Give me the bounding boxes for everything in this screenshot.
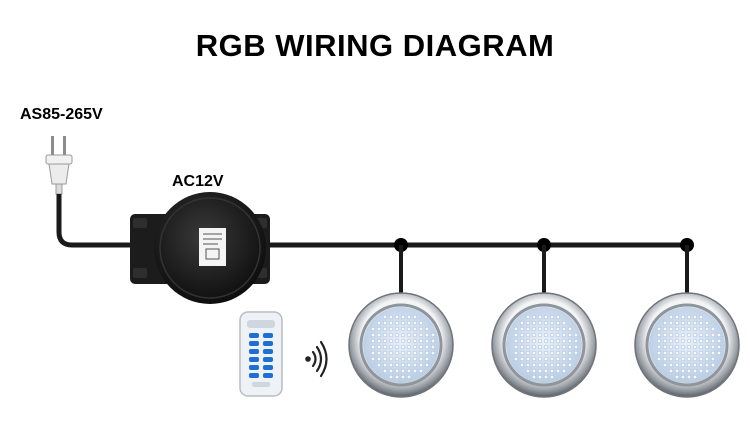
remote-button: [263, 333, 273, 338]
remote-button: [263, 365, 273, 370]
remote-button: [263, 341, 273, 346]
pool-light-icon: [491, 292, 597, 398]
transformer-voltage-label: AC12V: [172, 173, 224, 190]
transformer-icon: [130, 192, 270, 304]
remote-button: [249, 333, 259, 338]
remote-control-icon: [239, 311, 283, 397]
remote-button: [249, 365, 259, 370]
remote-button: [263, 349, 273, 354]
remote-button: [249, 349, 259, 354]
remote-button: [249, 357, 259, 362]
input-voltage-label: AS85-265V: [20, 106, 103, 123]
input-cable: [56, 194, 132, 248]
pool-light-icon: [348, 292, 454, 398]
wireless-signal-icon: [305, 340, 328, 378]
diagram-title: RGB WIRING DIAGRAM: [195, 28, 555, 63]
remote-button: [263, 357, 273, 362]
plug-icon: [45, 136, 73, 195]
pool-light-icon: [634, 292, 740, 398]
remote-button: [263, 373, 273, 378]
remote-button: [249, 373, 259, 378]
remote-button: [249, 341, 259, 346]
pool-lights: [348, 292, 740, 398]
